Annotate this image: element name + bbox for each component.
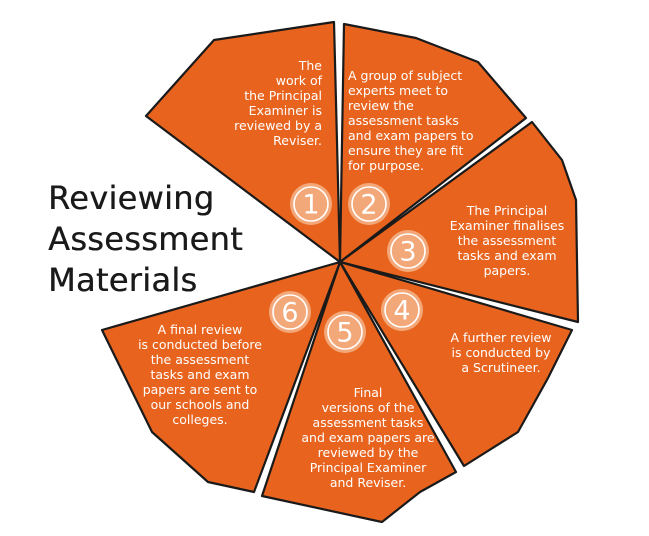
badge-5: 5: [324, 311, 366, 353]
title-line-3: Materials: [48, 261, 198, 299]
segment-3: [338, 120, 580, 324]
badge-number-1: 1: [302, 190, 319, 221]
step-6-text: A final review is conducted before the a…: [138, 322, 262, 427]
badge-1: 1: [290, 183, 332, 225]
badge-6: 6: [269, 291, 311, 333]
step-5-text: Final versions of the assessment tasks a…: [301, 385, 435, 490]
title-line-1: Reviewing: [48, 179, 215, 217]
badge-3: 3: [387, 230, 429, 272]
diagram-title: Reviewing Assessment Materials: [48, 178, 243, 301]
badge-number-5: 5: [336, 318, 353, 349]
step-4-text: A further review is conducted by a Scrut…: [450, 330, 552, 375]
badge-number-6: 6: [281, 298, 298, 329]
title-line-2: Assessment: [48, 220, 243, 258]
badge-number-2: 2: [360, 190, 377, 221]
step-2-text: A group of subject experts meet to revie…: [348, 68, 474, 173]
badge-number-4: 4: [393, 296, 410, 327]
step-1-text: The work of the Principal Examiner is re…: [234, 58, 322, 148]
segment-5: [260, 260, 458, 524]
step-3-text: The Principal Examiner finalises the ass…: [449, 203, 565, 278]
badge-2: 2: [348, 183, 390, 225]
badge-4: 4: [381, 289, 423, 331]
badge-number-3: 3: [399, 237, 416, 268]
